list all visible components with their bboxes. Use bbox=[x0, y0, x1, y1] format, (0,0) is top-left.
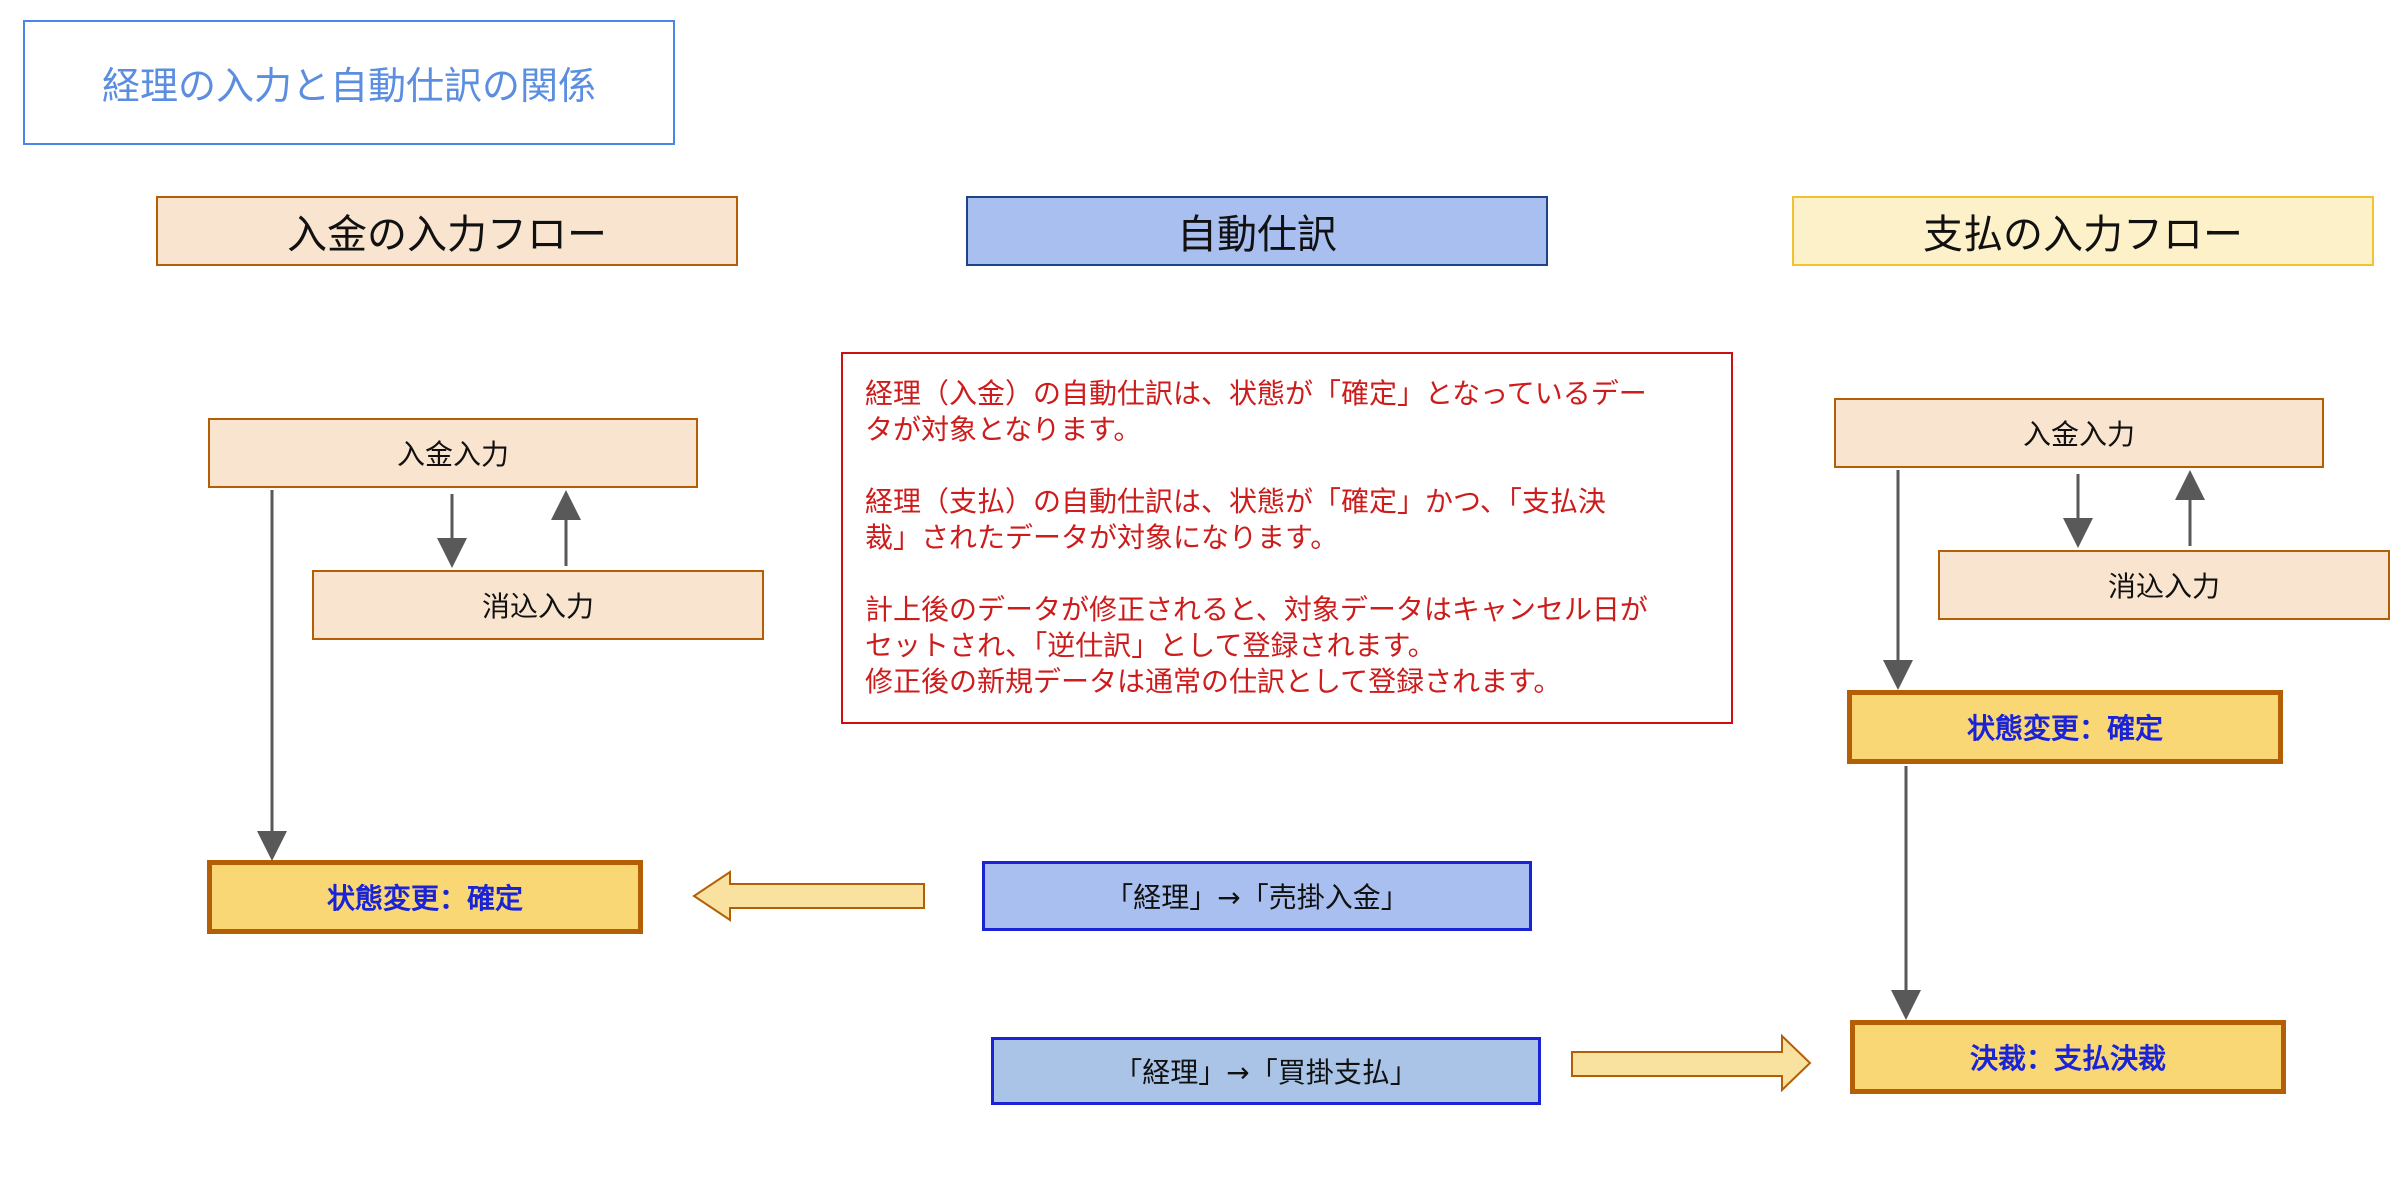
diagram-title: 経理の入力と自動仕訳の関係 bbox=[23, 20, 675, 145]
note-paragraph-deposit: 経理（入金）の自動仕訳は、状態が「確定」となっているデー タが対象となります。 bbox=[865, 377, 1647, 446]
right-deposit-input-node: 入金入力 bbox=[1834, 398, 2324, 468]
header-payment-flow: 支払の入力フロー bbox=[1792, 196, 2374, 266]
left-state-confirm-node: 状態変更：確定 bbox=[207, 860, 643, 934]
block-arrow-receivable-to-left bbox=[692, 870, 925, 922]
left-deposit-input-node: 入金入力 bbox=[208, 418, 698, 488]
left-reconcile-input-node: 消込入力 bbox=[312, 570, 764, 640]
journal-receivable-node: 「経理」→「売掛入金」 bbox=[982, 861, 1532, 931]
journal-payable-node: 「経理」→「買掛支払」 bbox=[991, 1037, 1541, 1105]
note-paragraph-payment: 経理（支払）の自動仕訳は、状態が「確定」かつ、「支払決 裁」されたデータが対象に… bbox=[865, 485, 1606, 554]
header-deposit-flow: 入金の入力フロー bbox=[156, 196, 738, 266]
right-state-confirm-node: 状態変更：確定 bbox=[1847, 690, 2283, 764]
note-paragraph-correction: 計上後のデータが修正されると、対象データはキャンセル日が セットされ、「逆仕訳」… bbox=[865, 593, 1648, 698]
right-payment-approval-node: 決裁：支払決裁 bbox=[1850, 1020, 2286, 1094]
auto-journal-note: 経理（入金）の自動仕訳は、状態が「確定」となっているデー タが対象となります。 … bbox=[841, 352, 1733, 724]
block-arrow-payable-to-right bbox=[1571, 1033, 1812, 1093]
right-reconcile-input-node: 消込入力 bbox=[1938, 550, 2390, 620]
header-auto-journal: 自動仕訳 bbox=[966, 196, 1548, 266]
